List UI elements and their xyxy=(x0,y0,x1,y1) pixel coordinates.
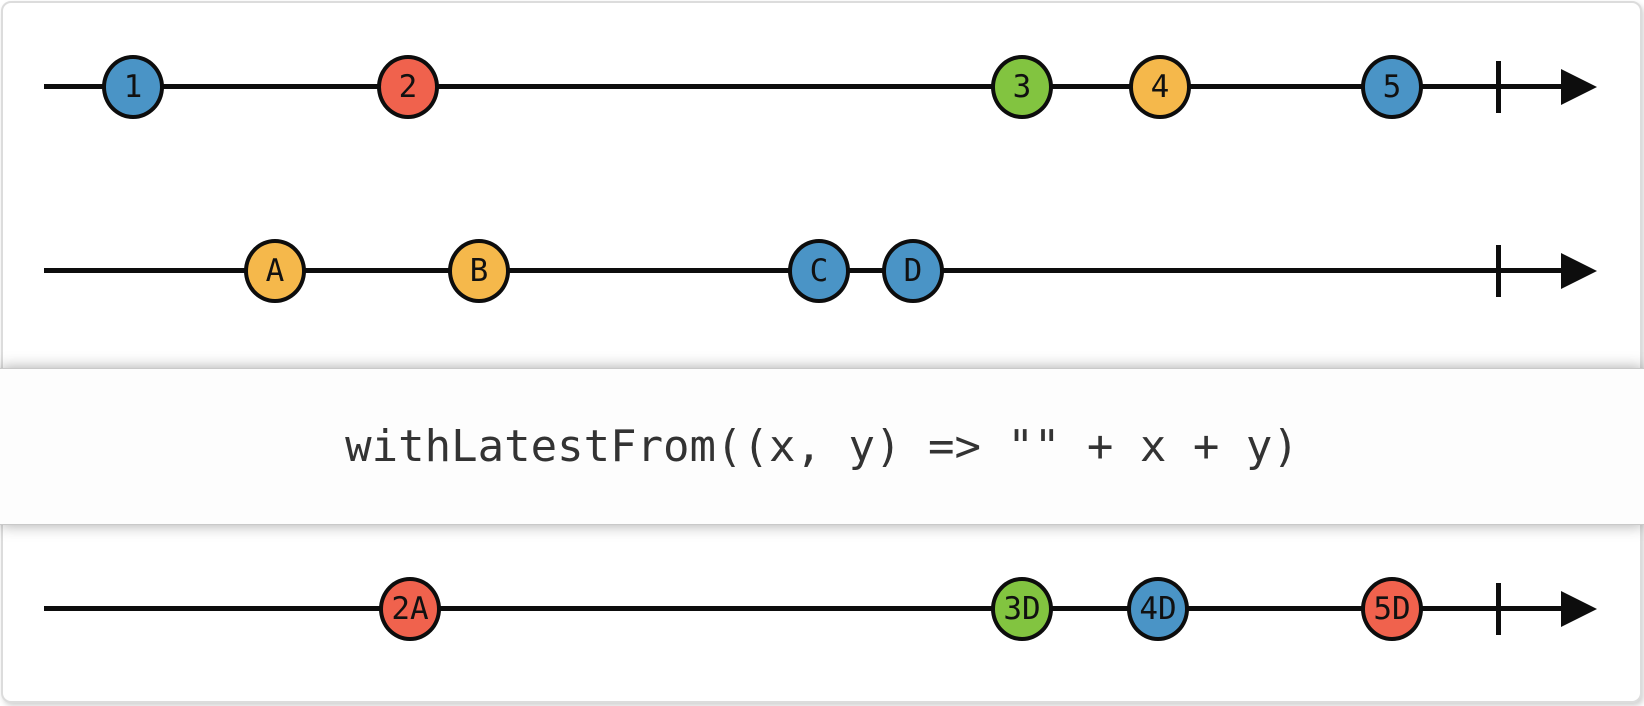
completion-tick xyxy=(1496,245,1501,297)
timeline-line xyxy=(44,606,1580,611)
marble-4[interactable]: 4 xyxy=(1129,55,1191,119)
marble-5[interactable]: 5 xyxy=(1361,55,1423,119)
marble-A[interactable]: A xyxy=(244,239,306,303)
marble-2A: 2A xyxy=(379,577,441,641)
marble-5D: 5D xyxy=(1361,577,1423,641)
marble-1[interactable]: 1 xyxy=(102,55,164,119)
marble-2[interactable]: 2 xyxy=(377,55,439,119)
marble-3D: 3D xyxy=(991,577,1053,641)
arrowhead-icon xyxy=(1561,69,1597,105)
timeline-line xyxy=(44,84,1580,89)
marble-3[interactable]: 3 xyxy=(991,55,1053,119)
arrowhead-icon xyxy=(1561,591,1597,627)
operator-box: withLatestFrom((x, y) => "" + x + y) xyxy=(0,368,1644,525)
marble-4D: 4D xyxy=(1127,577,1189,641)
marble-C[interactable]: C xyxy=(788,239,850,303)
completion-tick xyxy=(1496,583,1501,635)
arrowhead-icon xyxy=(1561,253,1597,289)
marble-B[interactable]: B xyxy=(448,239,510,303)
operator-expression: withLatestFrom((x, y) => "" + x + y) xyxy=(345,421,1299,472)
completion-tick xyxy=(1496,61,1501,113)
marble-D[interactable]: D xyxy=(882,239,944,303)
